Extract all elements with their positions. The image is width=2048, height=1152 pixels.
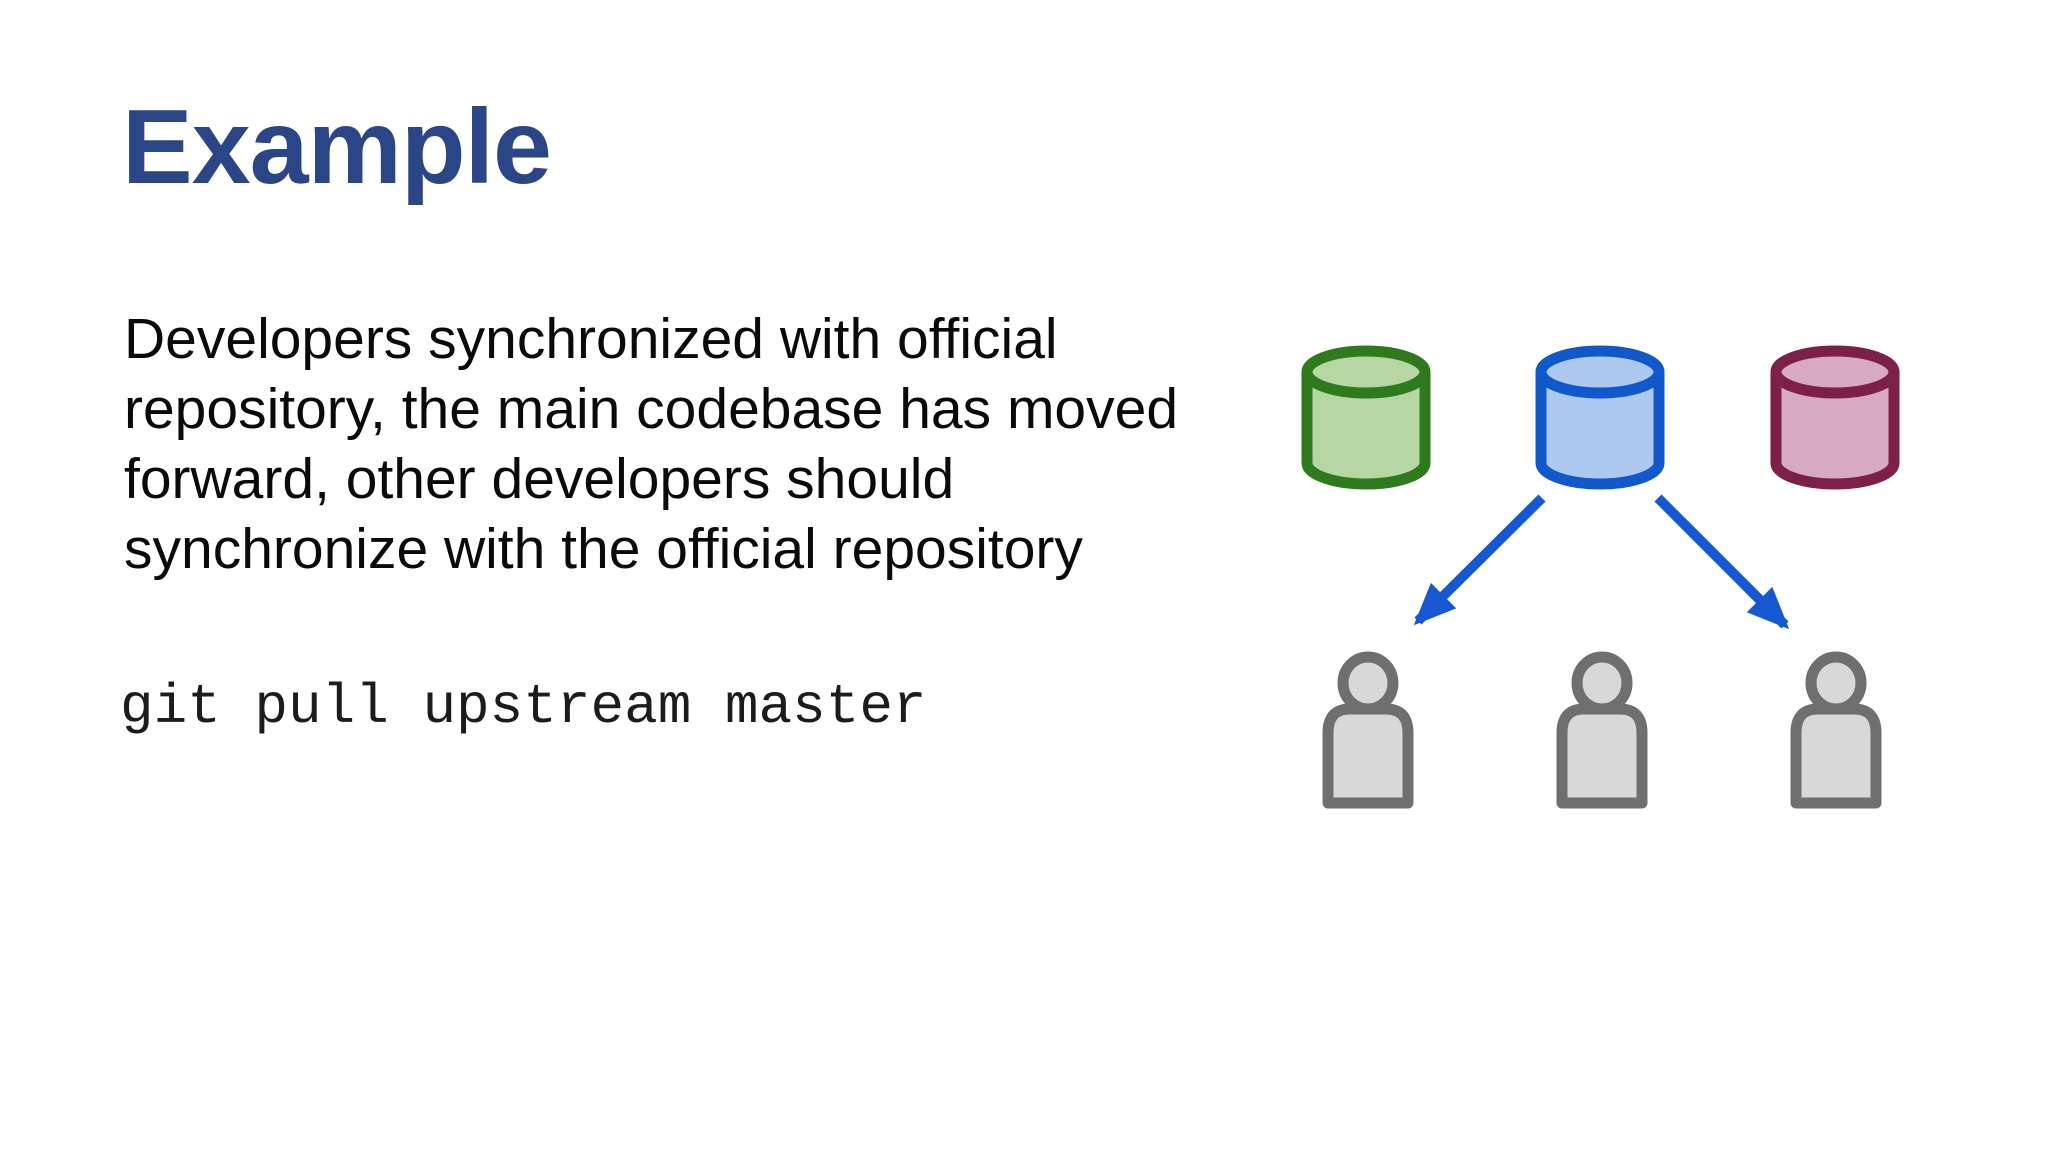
database-icon-maroon bbox=[1776, 351, 1894, 484]
developer-icon-middle bbox=[1562, 657, 1642, 803]
developer-icon-right bbox=[1796, 657, 1876, 803]
repository-sync-diagram bbox=[1280, 318, 1960, 838]
developer-icon-left bbox=[1328, 657, 1408, 803]
slide-body-text: Developers synchronized with official re… bbox=[124, 307, 1179, 581]
sync-arrow-left bbox=[1413, 494, 1546, 626]
git-command-text: git pull upstream master bbox=[120, 675, 927, 739]
sync-arrow-right bbox=[1654, 494, 1790, 630]
database-icon-green bbox=[1307, 351, 1425, 484]
database-icon-blue-official bbox=[1541, 351, 1659, 484]
slide-title: Example bbox=[122, 88, 552, 206]
